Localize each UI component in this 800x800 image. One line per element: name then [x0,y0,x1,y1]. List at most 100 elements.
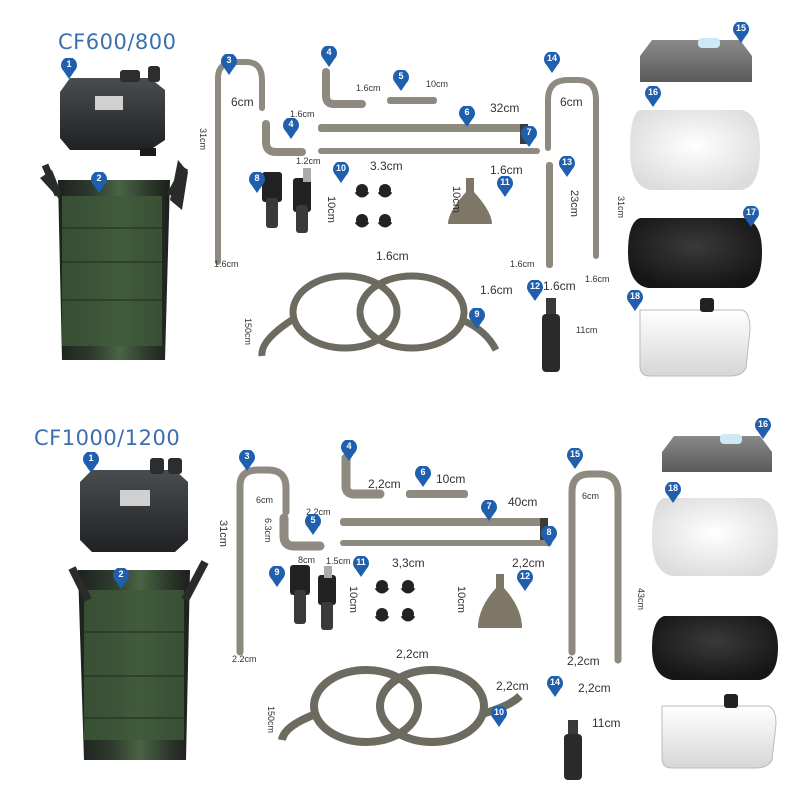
part-number: 4 [288,119,294,129]
dim-label: 1.6cm [214,259,239,269]
part-number: 5 [398,71,404,81]
part-number-badge: 17 [742,205,760,227]
dim-label: 2,2cm [368,477,401,491]
dim-label: 1.6cm [543,279,576,293]
part-number-badge: 14 [546,675,564,697]
dim-label: 10cm [325,196,337,223]
part-number: 8 [254,173,260,183]
funnel-icon [448,178,492,224]
elbow-icon [341,453,385,499]
section-1-illustrations [40,38,762,377]
dim-label: 10cm [455,586,467,613]
part-number-badge: 18 [626,289,644,311]
part-number-badge: 1 [60,57,78,79]
canister-icon [40,160,189,360]
part-number-badge: 12 [516,569,534,591]
dim-label: 10cm [450,186,462,213]
part-number: 9 [474,309,480,319]
media-box-icon [639,298,751,377]
part-number-badge: 14 [543,51,561,73]
dim-label: 1.6cm [490,163,523,177]
dim-label: 2,2cm [396,647,429,661]
elbow-icon [279,513,325,551]
part-number-badge: 7 [480,499,498,521]
intake-tube-icon [546,162,553,268]
outlet-pipe-icon [215,59,265,265]
part-number-badge: 8 [540,525,558,547]
part-number-badge: 11 [496,175,514,197]
part-number: 16 [647,87,658,97]
part-number-badge: 11 [352,555,370,577]
dim-label: 6cm [256,495,274,505]
dim-label: 40cm [508,495,538,509]
dim-label: 1.6cm [356,83,381,93]
part-number-badge: 13 [558,155,576,177]
strainer-icon [564,720,582,780]
part-number: 10 [335,163,346,173]
part-number: 6 [420,467,426,477]
part-number: 1 [88,453,94,463]
part-number-badge: 15 [566,447,584,469]
hose-icon [278,666,523,746]
part-number: 9 [274,567,280,577]
dim-label: 6cm [560,95,583,109]
dim-label: 3,3cm [392,556,425,570]
dim-label: 3.3cm [370,159,403,173]
part-number-badge: 10 [490,705,508,727]
part-number: 3 [226,55,232,65]
dim-label: 150cm [243,318,253,346]
part-number-badge: 8 [248,171,266,193]
elbow-icon [322,68,366,108]
part-number: 14 [546,53,557,63]
dim-label: 1.2cm [296,156,321,166]
part-number: 4 [326,47,332,57]
dim-label: 10cm [426,79,449,89]
dim-label: 23cm [568,190,580,217]
elbow-icon [262,120,306,156]
part-number-badge: 6 [458,105,476,127]
dim-label: 10cm [347,586,359,613]
part-number: 13 [561,157,572,167]
pump-head-icon [80,458,188,552]
part-number-badge: 16 [754,417,772,439]
part-number-badge: 4 [282,117,300,139]
part-number-badge: 18 [664,481,682,503]
part-number: 2 [96,173,102,183]
part-number: 5 [310,515,316,525]
intake-pipe-icon [545,77,599,259]
part-number-badge: 9 [468,307,486,329]
part-number: 11 [356,557,366,567]
part-number-badge: 15 [732,21,750,43]
part-number-badge: 4 [340,439,358,461]
part-number: 7 [526,127,532,137]
dim-label: 11cm [592,716,621,730]
part-number-badge: 3 [238,449,256,471]
valve-icon [290,565,336,630]
outlet-pipe-icon [236,466,290,656]
part-number: 17 [745,207,756,217]
dim-label: 2,2cm [496,679,529,693]
dim-label: 1.6cm [480,283,513,297]
long-pipe-icon [340,518,546,526]
part-number: 1 [66,59,72,69]
part-number: 3 [244,451,250,461]
section-title: CF1000/1200 [34,426,181,450]
dim-label: 32cm [490,101,520,115]
intake-pipe-icon [568,470,622,664]
suction-cup-icon [354,184,393,228]
dim-label: 1.6cm [585,274,610,284]
part-number: 14 [549,677,560,687]
part-number-badge: 3 [220,53,238,75]
strainer-icon [542,298,560,372]
section-title: CF600/800 [58,30,177,54]
part-number: 16 [757,419,768,429]
dim-label: 11cm [576,325,598,335]
dim-label: 6cm [231,95,254,109]
part-number-badge: 7 [520,125,538,147]
part-number-badge: 4 [320,45,338,67]
dim-label: 150cm [266,706,276,734]
filter-tray-icon [662,436,772,472]
part-number-badge: 5 [304,513,322,535]
black-sponge-icon [628,218,762,288]
